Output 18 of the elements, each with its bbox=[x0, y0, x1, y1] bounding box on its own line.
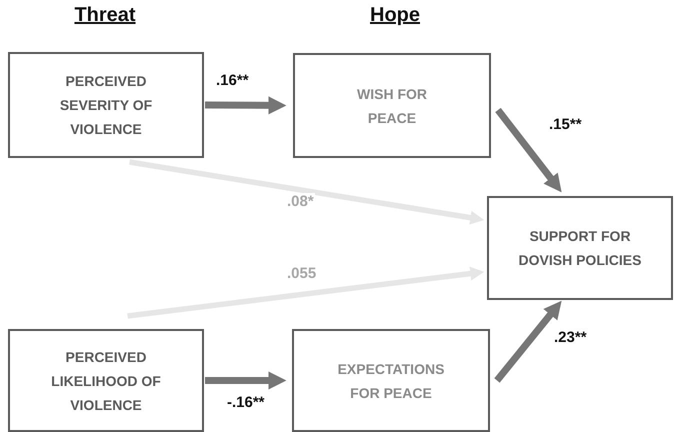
variable-box bbox=[8, 329, 204, 432]
arrow bbox=[495, 108, 562, 192]
variable-box bbox=[8, 52, 204, 158]
variable-name: PERCEIVED LIKELIHOOD OF VIOLENCE bbox=[50, 348, 162, 414]
variable-box bbox=[292, 329, 490, 432]
variable-name: PERCEIVED SEVERITY OF VIOLENCE bbox=[58, 72, 154, 139]
variable-name: WISH FOR PEACE bbox=[356, 84, 428, 128]
variable-box bbox=[487, 196, 673, 300]
arrow bbox=[205, 372, 286, 390]
arrow bbox=[204, 96, 286, 114]
column-heading: Threat bbox=[74, 4, 136, 27]
variable-box bbox=[293, 53, 491, 158]
arrow bbox=[129, 159, 484, 225]
variable-name: EXPECTATIONS FOR PEACE bbox=[336, 360, 446, 402]
column-heading: Hope bbox=[370, 4, 420, 27]
arrow bbox=[127, 266, 484, 319]
arrow bbox=[494, 300, 562, 383]
variable-name: SUPPORT FOR DOVISH POLICIES bbox=[518, 227, 642, 270]
